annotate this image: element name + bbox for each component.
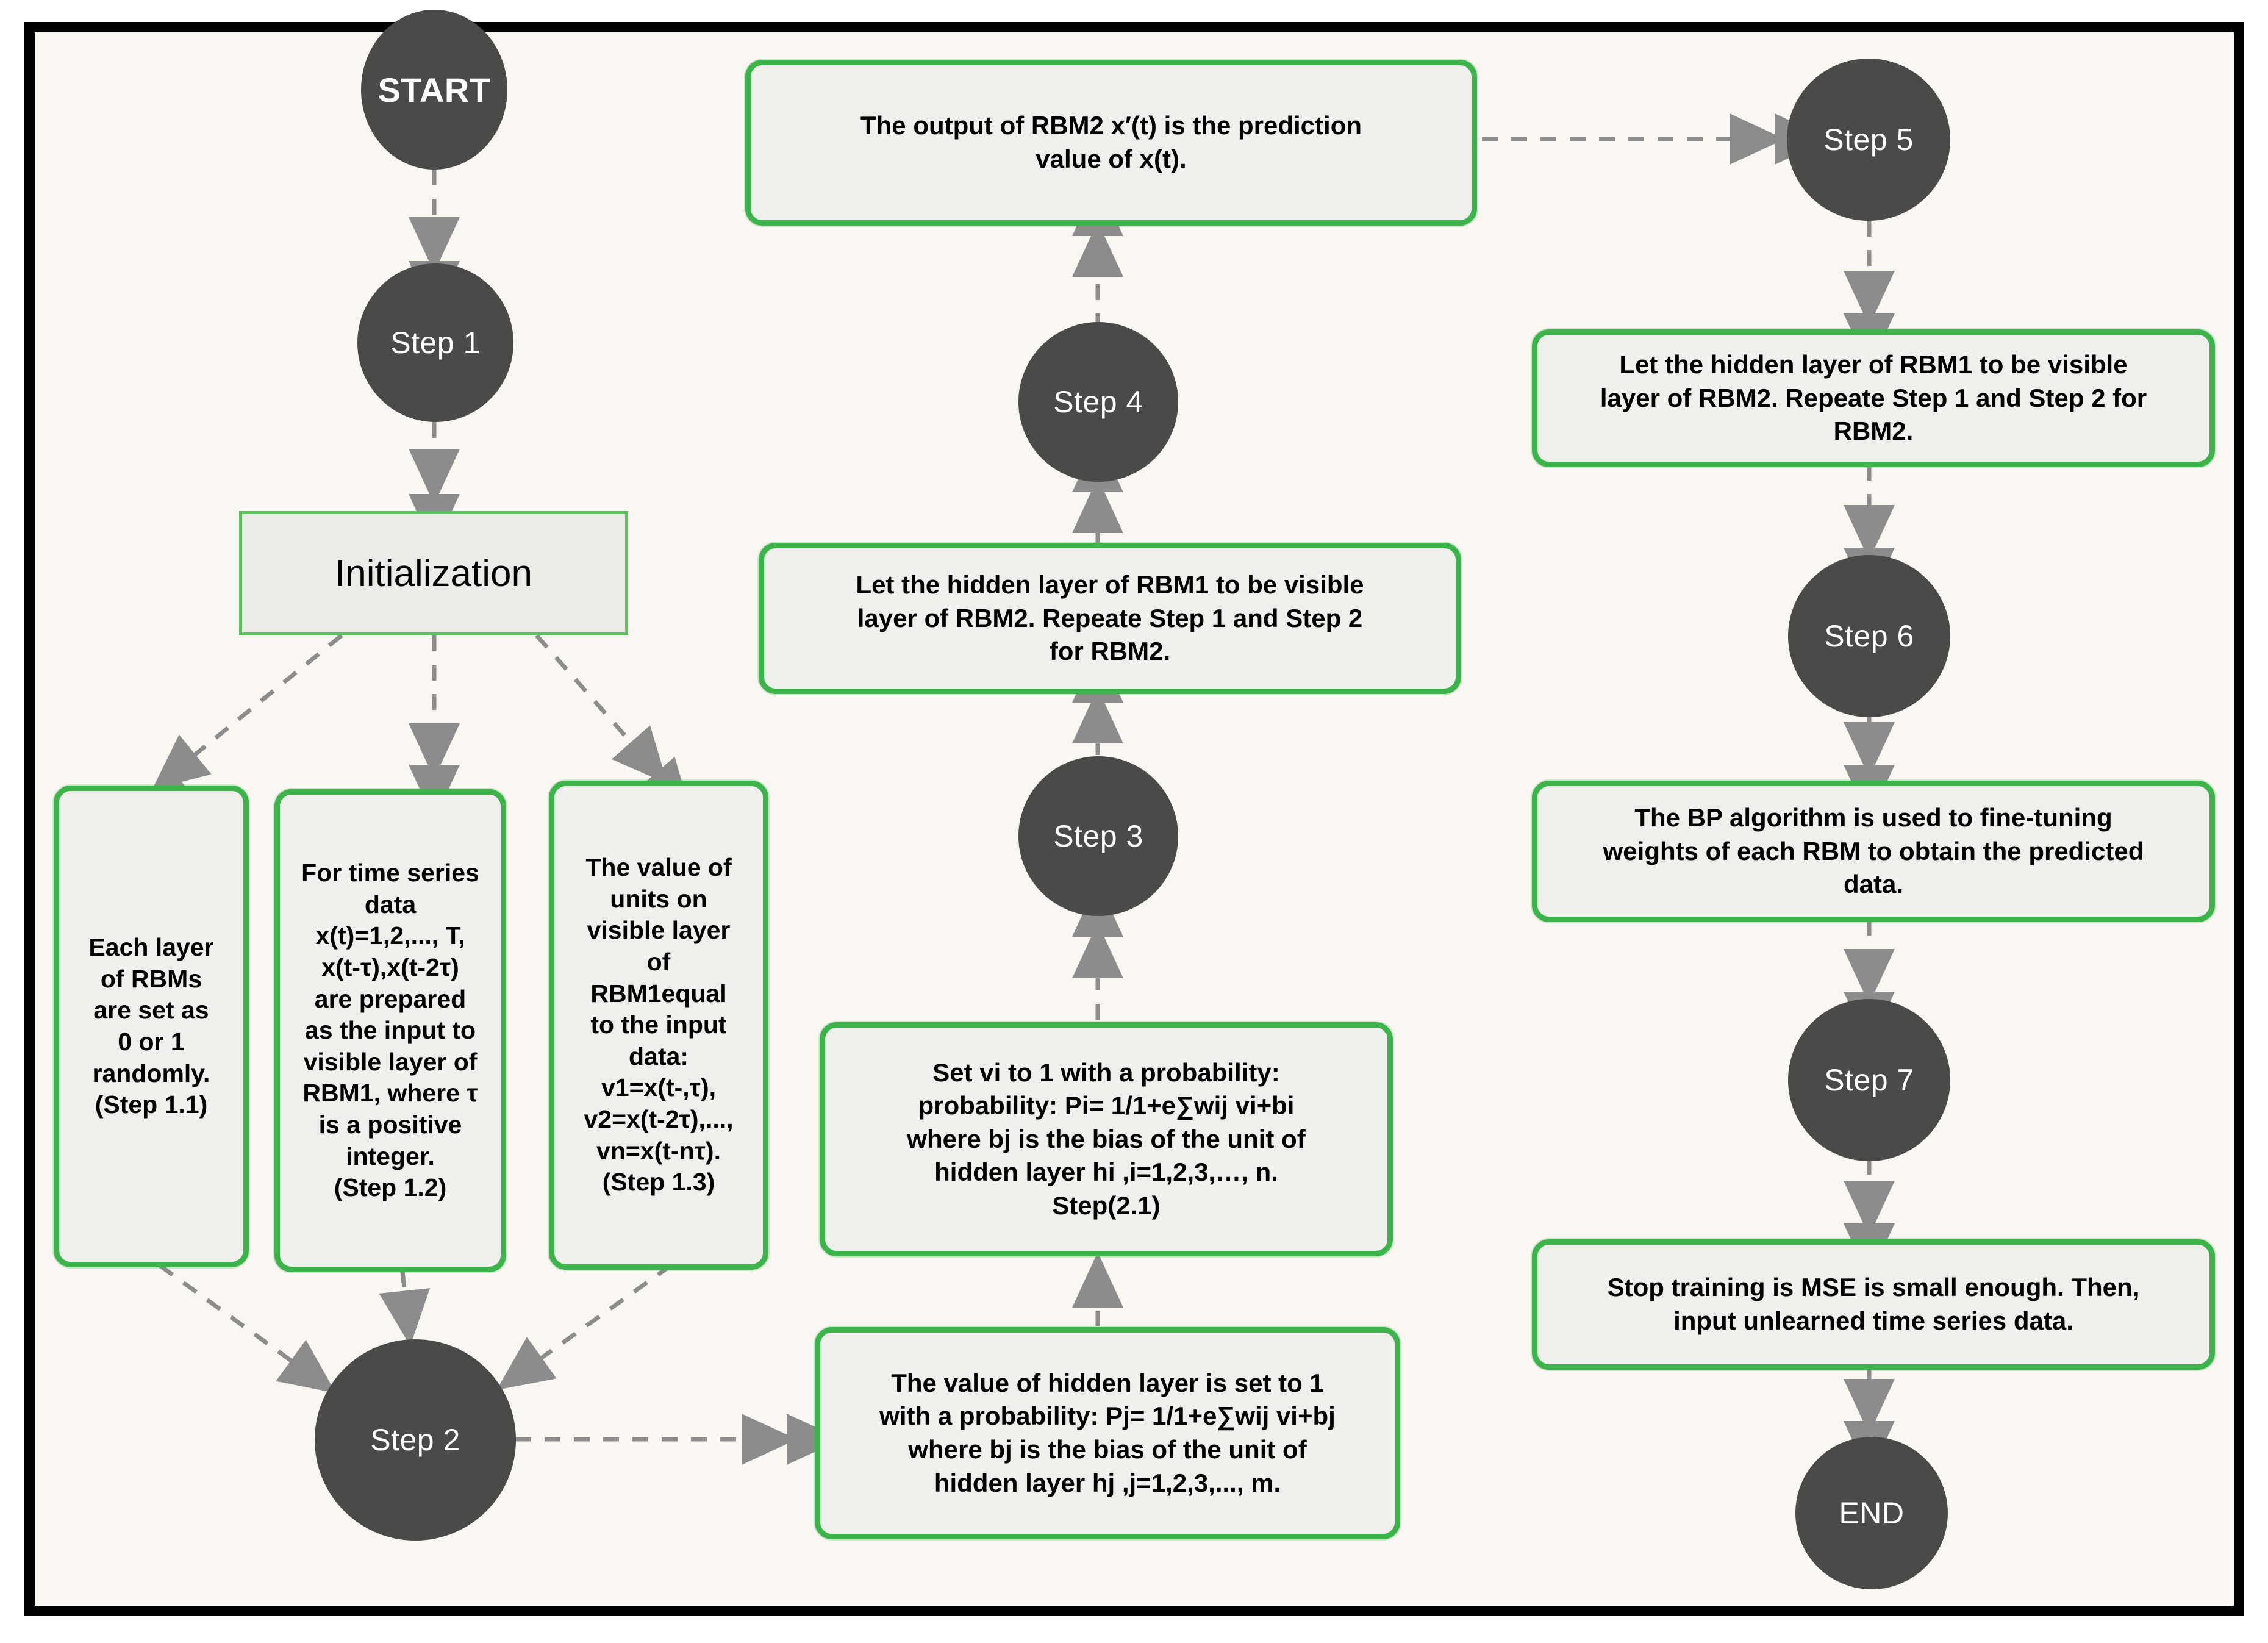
node-step-6[interactable]: Step 6 xyxy=(1788,555,1950,717)
node-output-rbm2[interactable]: The output of RBM2 x′(t) is the predicti… xyxy=(745,60,1477,226)
node-hidden-rbm2-middle-label: Let the hidden layer of RBM1 to be visib… xyxy=(856,570,1364,666)
node-bp-algorithm[interactable]: The BP algorithm is used to fine-tuning … xyxy=(1532,781,2215,922)
node-step-2-label: Step 2 xyxy=(370,1423,460,1457)
node-step-2-1[interactable]: Set vi to 1 with a probability: probabil… xyxy=(820,1022,1393,1256)
node-hidden-rbm2-right-label: Let the hidden layer of RBM1 to be visib… xyxy=(1600,350,2147,446)
node-initialization-label: Initialization xyxy=(335,552,532,595)
node-stop-training-label: Stop training is MSE is small enough. Th… xyxy=(1607,1273,2140,1335)
node-step-1-1[interactable]: Each layer of RBMs are set as 0 or 1 ran… xyxy=(54,786,249,1267)
node-step-3[interactable]: Step 3 xyxy=(1018,756,1178,916)
node-stop-training[interactable]: Stop training is MSE is small enough. Th… xyxy=(1532,1239,2215,1370)
node-step-7-label: Step 7 xyxy=(1824,1063,1914,1097)
node-step-1-2[interactable]: For time series data x(t)=1,2,..., T, x(… xyxy=(274,789,506,1272)
node-step-7[interactable]: Step 7 xyxy=(1788,999,1950,1161)
node-output-rbm2-label: The output of RBM2 x′(t) is the predicti… xyxy=(860,111,1362,173)
node-step-5-label: Step 5 xyxy=(1823,123,1914,157)
node-start[interactable]: START xyxy=(361,10,507,170)
node-hidden-layer-probability[interactable]: The value of hidden layer is set to 1 wi… xyxy=(815,1327,1400,1539)
node-step-1-label: Step 1 xyxy=(390,326,481,360)
node-step-2-1-label: Set vi to 1 with a probability: probabil… xyxy=(907,1058,1306,1220)
node-hidden-rbm2-middle[interactable]: Let the hidden layer of RBM1 to be visib… xyxy=(759,543,1461,694)
node-step-1-3-label: The value of units on visible layer of R… xyxy=(584,853,734,1197)
node-end-label: END xyxy=(1839,1496,1905,1530)
node-step-1-1-label: Each layer of RBMs are set as 0 or 1 ran… xyxy=(88,933,214,1119)
node-initialization[interactable]: Initialization xyxy=(239,511,628,635)
node-hidden-rbm2-right[interactable]: Let the hidden layer of RBM1 to be visib… xyxy=(1532,329,2215,467)
node-step-2[interactable]: Step 2 xyxy=(315,1339,516,1541)
node-step-5[interactable]: Step 5 xyxy=(1787,59,1950,221)
node-end[interactable]: END xyxy=(1795,1437,1948,1589)
node-step-3-label: Step 3 xyxy=(1053,819,1143,853)
node-step-1-3[interactable]: The value of units on visible layer of R… xyxy=(549,781,768,1270)
node-step-1[interactable]: Step 1 xyxy=(357,263,513,422)
node-step-1-2-label: For time series data x(t)=1,2,..., T, x(… xyxy=(301,858,479,1202)
node-bp-algorithm-label: The BP algorithm is used to fine-tuning … xyxy=(1603,803,2144,899)
node-step-4[interactable]: Step 4 xyxy=(1018,322,1178,482)
node-start-label: START xyxy=(377,70,491,109)
node-hidden-layer-probability-label: The value of hidden layer is set to 1 wi… xyxy=(879,1368,1336,1497)
node-step-4-label: Step 4 xyxy=(1053,385,1143,419)
node-step-6-label: Step 6 xyxy=(1824,619,1914,653)
